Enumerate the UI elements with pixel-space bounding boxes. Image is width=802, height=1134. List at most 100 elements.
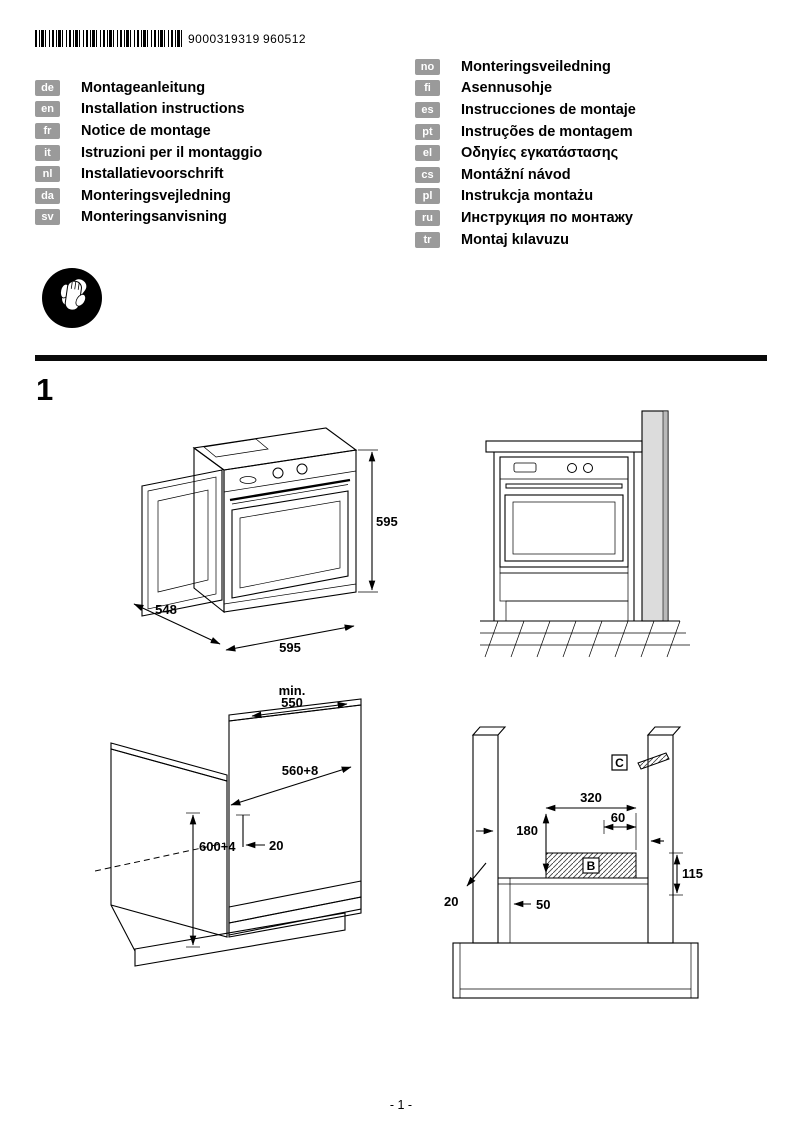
language-code-badge: pt — [415, 123, 440, 140]
oven-drawing — [141, 427, 358, 617]
language-row-es: es Instrucciones de montaje — [415, 99, 636, 121]
language-row-sv: sv Monteringsanvisning — [35, 207, 262, 229]
language-title: Notice de montage — [81, 122, 211, 139]
dim-115-label: 115 — [682, 866, 703, 881]
dim-180-label: 180 — [516, 823, 538, 838]
dim-niche-height-label: 600+4 — [199, 839, 236, 854]
cabinet — [493, 452, 635, 622]
language-row-da: da Monteringsvejledning — [35, 185, 262, 207]
dim-setback-label: 20 — [269, 838, 283, 853]
language-title: Instruções de montagem — [461, 123, 633, 140]
language-code-badge: fi — [415, 80, 440, 97]
detail-c-label: C — [615, 756, 624, 770]
language-code-badge: tr — [415, 231, 440, 248]
language-title: Monteringsveiledning — [461, 58, 611, 75]
language-title: Installation instructions — [81, 101, 245, 118]
language-title: Instrucciones de montaje — [461, 101, 636, 118]
language-title: Monteringsanvisning — [81, 209, 227, 226]
barcode — [35, 30, 185, 47]
language-title: Asennusohje — [461, 80, 553, 97]
language-row-en: en Installation instructions — [35, 99, 262, 121]
control-knob — [567, 463, 577, 473]
language-row-tr: tr Montaj kılavuzu — [415, 229, 636, 251]
language-row-el: el Οδηγίες εγκατάστασης — [415, 142, 636, 164]
language-code-badge: nl — [35, 166, 60, 183]
dimension-lines: min. 550 560+8 600+4 20 — [186, 683, 352, 948]
language-list-right: no Monteringsveiledning fi Asennusohje e… — [415, 56, 636, 250]
language-row-ru: ru Инструкция по монтажу — [415, 207, 636, 229]
dim-depth-label: 548 — [155, 602, 177, 617]
date-code: 960512 — [263, 32, 307, 46]
language-code-badge: it — [35, 144, 60, 161]
control-knob — [583, 463, 593, 473]
page-number: - 1 - — [389, 1098, 413, 1112]
language-list-left: de Montageanleitung en Installation inst… — [35, 77, 262, 228]
detail-c-marker — [611, 754, 628, 771]
control-knob — [272, 467, 284, 479]
barcode-number: 9000319319 — [188, 32, 260, 46]
language-row-cs: cs Montážní návod — [415, 164, 636, 186]
language-row-pl: pl Instrukcja montażu — [415, 186, 636, 208]
language-code-badge: ru — [415, 209, 440, 226]
dim-niche-width-label: 560+8 — [282, 763, 319, 778]
dim-height-label: 595 — [376, 514, 398, 529]
language-title: Οδηγίες εγκατάστασης — [461, 145, 619, 162]
language-code-badge: pl — [415, 188, 440, 205]
dim-20-label: 20 — [444, 894, 458, 909]
dim-320-label: 320 — [580, 790, 602, 805]
control-knob — [296, 463, 308, 475]
worktop — [485, 440, 643, 453]
language-row-no: no Monteringsveiledning — [415, 56, 636, 78]
door-handle — [229, 478, 351, 502]
language-title: Montážní návod — [461, 166, 571, 183]
language-row-it: it Istruzioni per il montaggio — [35, 142, 262, 164]
dim-depth-label: 550 — [281, 695, 303, 710]
niche-drawing: B C — [452, 726, 699, 999]
protective-gloves-icon — [40, 266, 104, 330]
dim-width-label: 595 — [279, 640, 301, 655]
language-code-badge: es — [415, 101, 440, 118]
language-title: Montageanleitung — [81, 79, 206, 96]
language-row-pt: pt Instruções de montagem — [415, 121, 636, 143]
language-title: Инструкция по монтажу — [461, 209, 633, 226]
language-code-badge: el — [415, 145, 440, 162]
figure-installed-view — [480, 405, 695, 660]
display-window — [239, 476, 257, 484]
section-divider — [35, 355, 767, 361]
language-row-fi: fi Asennusohje — [415, 78, 636, 100]
language-title: Instrukcja montażu — [461, 188, 594, 205]
dim-50-label: 50 — [536, 897, 550, 912]
language-row-fr: fr Notice de montage — [35, 120, 262, 142]
language-code-badge: no — [415, 58, 440, 75]
language-code-badge: cs — [415, 166, 440, 183]
figure-niche-section: B C 320 60 180 115 50 — [438, 723, 728, 1013]
tiled-floor — [480, 620, 690, 658]
detail-b-marker — [582, 857, 600, 874]
language-title: Istruzioni per il montaggio — [81, 144, 263, 161]
dim-min-label: min. — [279, 685, 306, 698]
figure-section-number: 1 — [36, 372, 54, 407]
dimension-lines: 595 548 595 — [133, 449, 398, 655]
language-row-de: de Montageanleitung — [35, 77, 262, 99]
language-code-badge: en — [35, 101, 60, 118]
language-title: Montaj kılavuzu — [461, 231, 569, 248]
door-handle — [505, 483, 623, 489]
detail-b-label: B — [587, 859, 596, 873]
figure-oven-dimensions: 595 548 595 — [120, 408, 400, 658]
language-code-badge: da — [35, 187, 60, 204]
display-window — [513, 462, 537, 473]
language-code-badge: de — [35, 79, 60, 96]
language-row-nl: nl Installatievoorschrift — [35, 163, 262, 185]
hidden-edge-line — [94, 842, 226, 872]
open-door — [141, 469, 223, 617]
figure-cabinet-niche: min. 550 560+8 600+4 20 — [94, 683, 400, 1015]
wall — [641, 410, 669, 622]
language-title: Installatievoorschrift — [81, 166, 224, 183]
language-code-badge: fr — [35, 122, 60, 139]
cabinet-drawing — [94, 698, 362, 967]
dim-60-label: 60 — [611, 810, 625, 825]
dimension-lines: 320 60 180 115 50 20 — [444, 790, 703, 912]
language-title: Monteringsvejledning — [81, 187, 231, 204]
language-code-badge: sv — [35, 209, 60, 226]
